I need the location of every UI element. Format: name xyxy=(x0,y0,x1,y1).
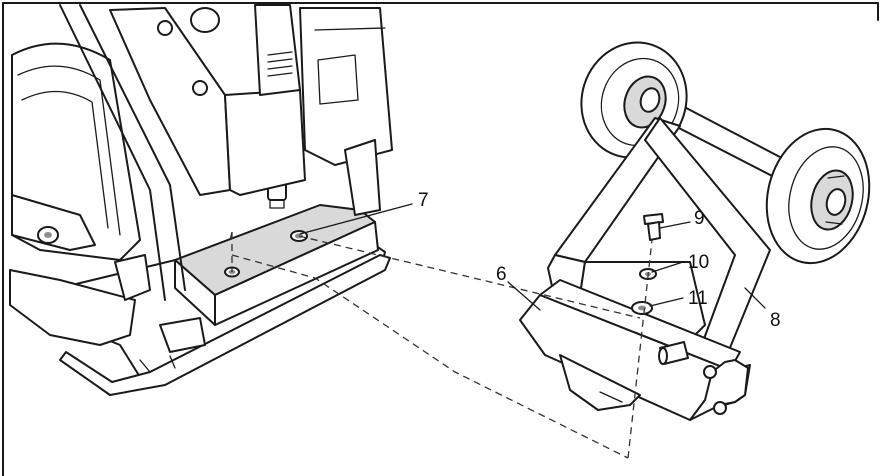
callout-9: 9 xyxy=(694,208,705,229)
callout-10: 10 xyxy=(688,252,709,273)
assembly-guide-lines xyxy=(229,231,653,459)
wheel-kit xyxy=(519,41,871,421)
callout-7: 7 xyxy=(418,190,429,211)
callout-8: 8 xyxy=(770,310,781,331)
plate-compactor xyxy=(9,4,393,396)
leader-lines xyxy=(299,203,766,311)
callout-6: 6 xyxy=(496,264,507,285)
bolt xyxy=(643,213,664,241)
callout-11: 11 xyxy=(688,288,708,309)
wheel-right xyxy=(765,127,871,265)
